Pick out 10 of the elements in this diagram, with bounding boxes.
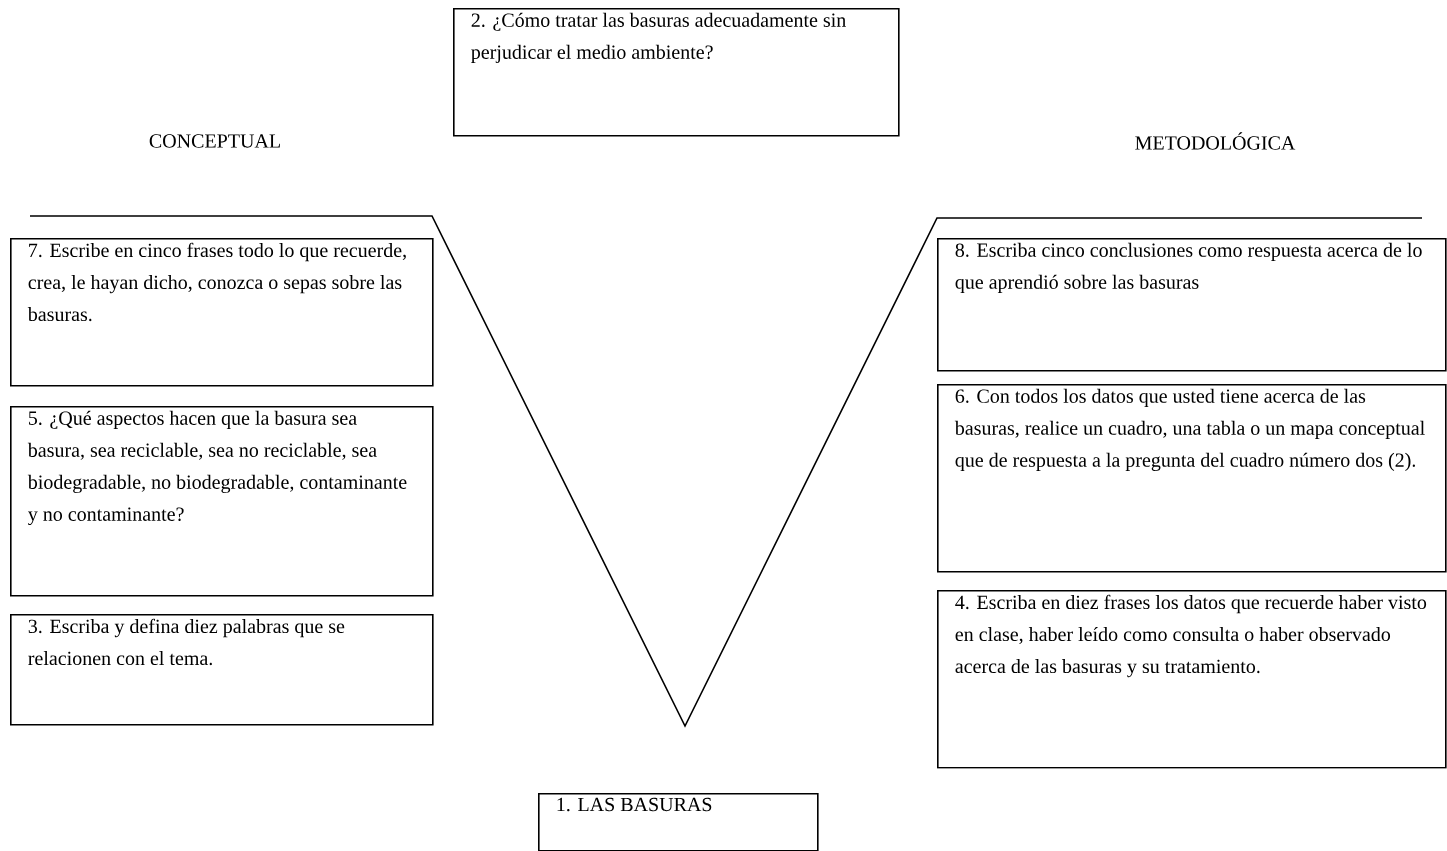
text-box: 4. Escriba en diez frases los datos que recuerde haber visto en clase, haber leído como consulta o haber observado acerca de las basuras y su tratamiento. xyxy=(937,590,1447,769)
text-box: 6. Con todos los datos que usted tiene acerca de las basuras, realice un cuadro, una tabla o un mapa conceptual que de respuesta a la pregunta del cuadro número dos (2). xyxy=(937,384,1447,573)
side-heading: CONCEPTUAL xyxy=(149,134,280,148)
text-box: 2. ¿Cómo tratar las basuras adecuadamente sin perjudicar el medio ambiente? xyxy=(453,8,900,137)
text-box: 3. Escriba y defina diez palabras que se relacionen con el tema. xyxy=(10,614,434,726)
text-box: 8. Escriba cinco conclusiones como respuesta acerca de lo que aprendió sobre las basuras xyxy=(937,238,1447,372)
text-box: 5. ¿Qué aspectos hacen que la basura sea basura, sea reciclable, sea no reciclable, sea biodegradable, no biodegradable, contaminante y no contaminante? xyxy=(10,406,434,597)
text-box: 7. Escribe en cinco frases todo lo que recuerde, crea, le hayan dicho, conozca o sepas sobre las basuras. xyxy=(10,238,434,387)
side-heading: METODOLÓGICA xyxy=(1135,132,1296,150)
text-box: 1. LAS BASURAS xyxy=(538,793,819,851)
